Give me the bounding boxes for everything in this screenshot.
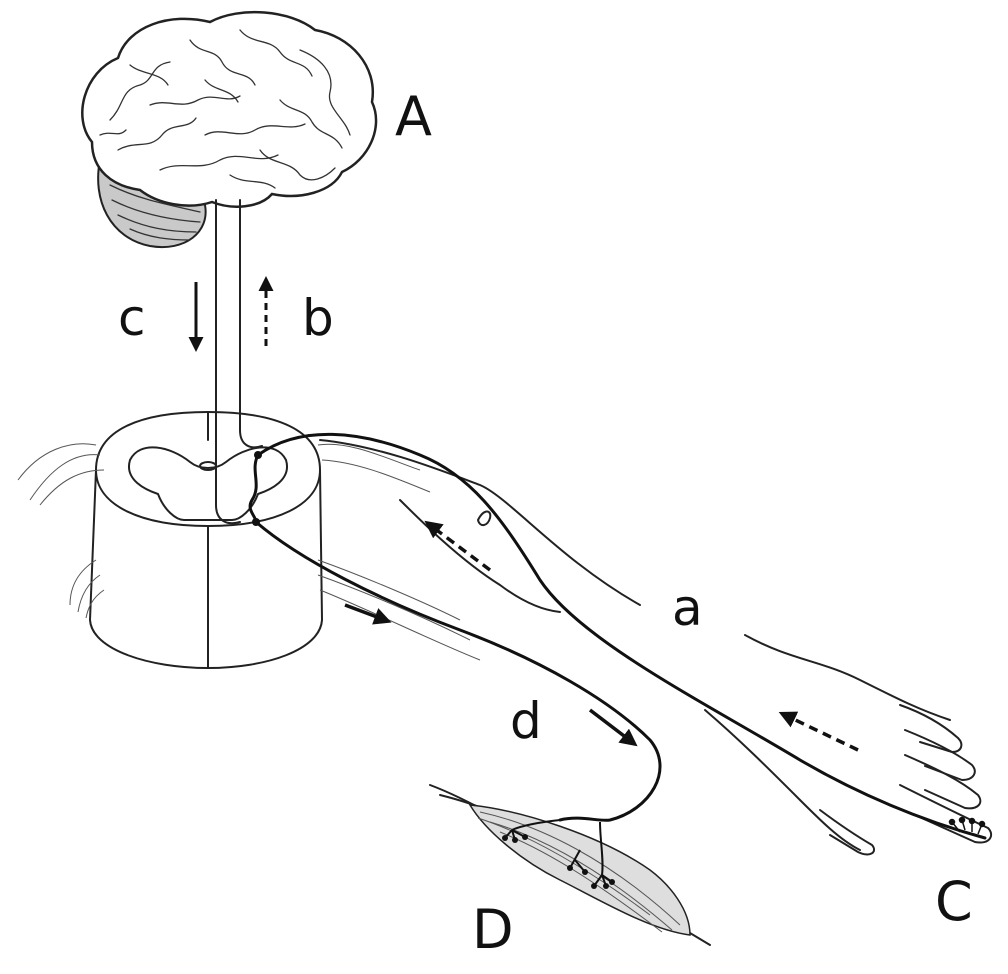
cerebrum-gyri <box>99 29 351 189</box>
sensory-arrow-arm <box>424 520 492 572</box>
label-A: A <box>395 85 432 148</box>
brain <box>81 10 378 249</box>
cerebellum-folia <box>109 184 201 241</box>
motor-endplates <box>504 819 613 887</box>
label-d: d <box>510 692 542 750</box>
receptor-endings <box>948 816 986 835</box>
arrows <box>188 276 859 752</box>
hand <box>819 704 993 856</box>
labels: A c b a d C D <box>118 85 973 961</box>
motor-arrow-1 <box>344 603 392 625</box>
gray-matter <box>127 446 289 521</box>
arm-outline <box>319 439 993 856</box>
sensory-arrow-hand <box>778 711 859 752</box>
endplate-dots <box>502 834 615 889</box>
label-b: b <box>302 289 334 347</box>
label-C: C <box>935 870 973 933</box>
motor-neuron <box>248 453 662 889</box>
sensory-neuron <box>254 432 987 840</box>
label-D: D <box>472 898 514 961</box>
label-c: c <box>118 289 146 347</box>
cerebrum <box>81 10 378 208</box>
spinal-cord <box>17 411 481 669</box>
motor-arrow-2 <box>588 708 638 747</box>
nerve-root-fibers <box>17 443 481 661</box>
label-a: a <box>672 579 703 637</box>
